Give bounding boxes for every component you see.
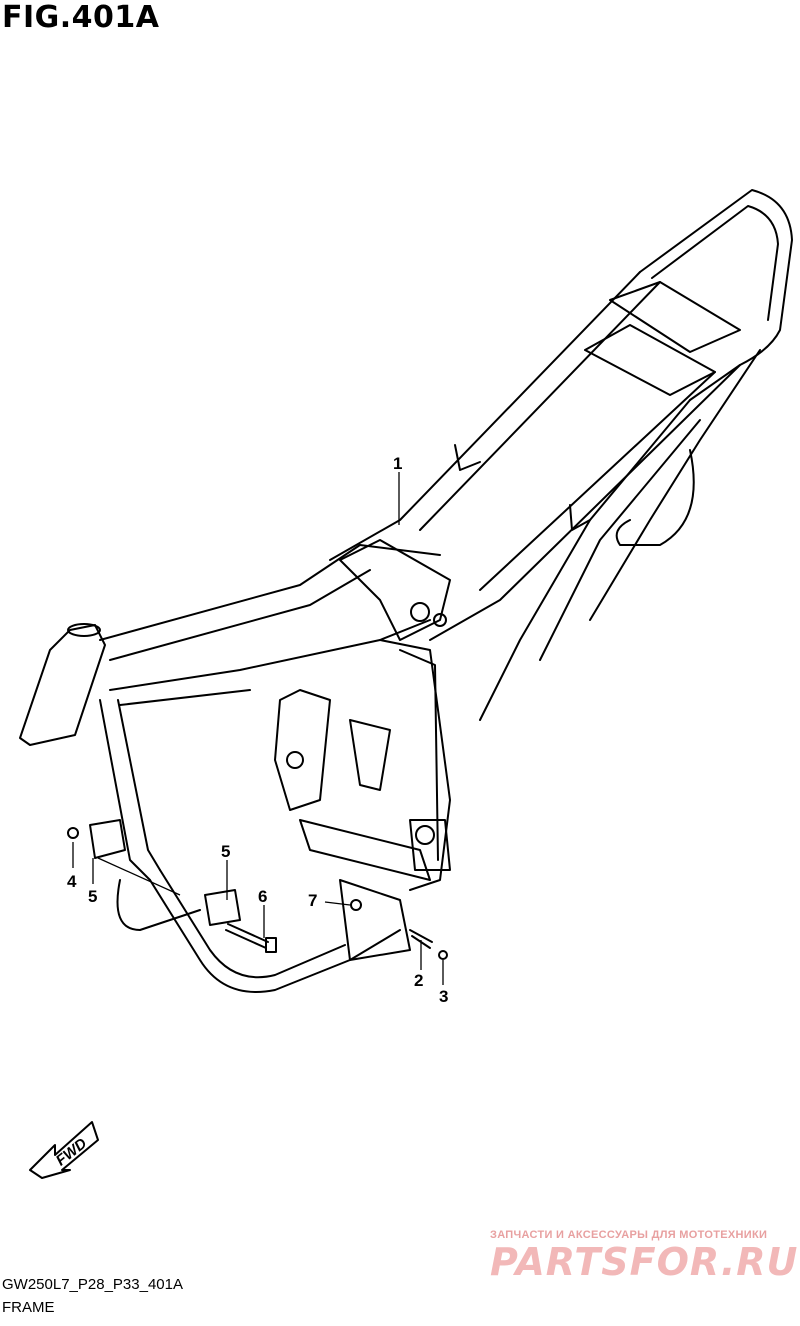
callout-4: 4 <box>67 872 77 891</box>
nut-7-shape <box>350 899 362 911</box>
callout-2: 2 <box>414 971 424 990</box>
upper-rail-right <box>429 364 741 641</box>
lower-cradle <box>149 879 401 993</box>
upper-rail-left <box>329 271 641 561</box>
center-gusset <box>339 539 451 641</box>
rear-seat-loop <box>639 189 793 401</box>
figure-code: GW250L7_P28_P33_401A <box>2 1276 183 1293</box>
backbone <box>99 544 441 641</box>
lower-rail-left <box>479 399 691 721</box>
fwd-arrow-icon: FWD <box>29 1121 99 1179</box>
watermark-brand: PARTSFOR.RU <box>490 1240 799 1284</box>
bolt-6-shape <box>225 923 269 949</box>
nut-4-shape <box>67 827 79 839</box>
down-tube-front <box>99 699 151 881</box>
callout-5-left: 5 <box>88 887 98 906</box>
figure-title: FIG.401A <box>2 0 160 35</box>
rear-plate-1 <box>609 281 741 353</box>
lower-rail-right <box>589 349 761 621</box>
watermark-tagline: ЗАПЧАСТИ И АКСЕССУАРЫ ДЛЯ МОТОТЕХНИКИ <box>490 1229 768 1241</box>
callout-3: 3 <box>439 987 449 1006</box>
grab-bar <box>615 449 695 546</box>
washer-3-shape <box>438 950 448 960</box>
figure-name: FRAME <box>2 1299 55 1316</box>
head-pipe <box>19 624 106 746</box>
callout-7: 7 <box>308 891 318 910</box>
callout-1: 1 <box>393 454 403 473</box>
callout-5-center: 5 <box>221 842 231 861</box>
rear-plate-2 <box>584 324 716 396</box>
pivot-section <box>379 639 451 891</box>
callout-6: 6 <box>258 887 268 906</box>
